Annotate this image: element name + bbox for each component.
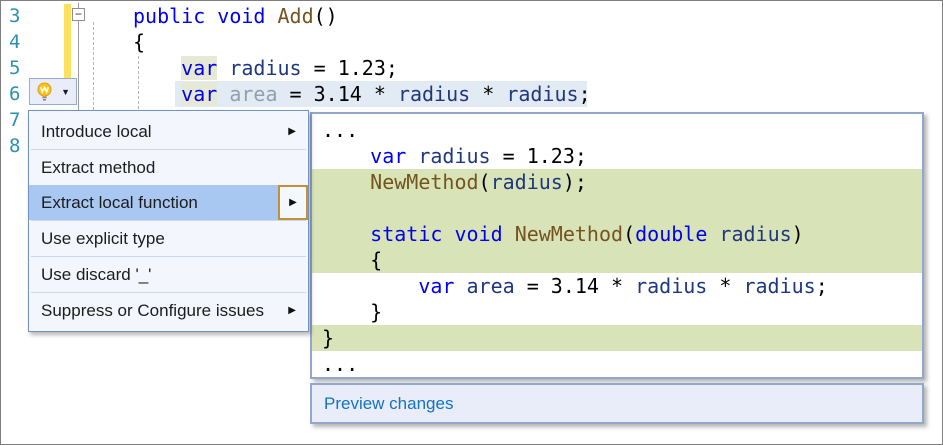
code-line: } (312, 325, 922, 351)
line-number: 7 (9, 109, 21, 131)
menu-item-label: Suppress or Configure issues (41, 300, 265, 320)
code-line: public void Add() (133, 4, 338, 28)
quick-actions-button[interactable]: ▼ (29, 78, 77, 105)
line-number: 4 (9, 31, 21, 53)
menu-item-introduce-local[interactable]: Introduce local ▶ (29, 114, 308, 149)
menu-item-label: Extract local function (41, 192, 198, 212)
menu-item-label: Introduce local (41, 121, 152, 141)
preview-popup-footer: Preview changes (310, 383, 924, 424)
code-line: static void NewMethod(double radius) (312, 221, 922, 247)
editor-code[interactable]: public void Add(){ var radius = 1.23; va… (133, 3, 591, 107)
refactor-preview-popup: ... var radius = 1.23; NewMethod(radius)… (310, 112, 924, 379)
line-number: 3 (9, 5, 21, 27)
menu-item-suppress-or-configure[interactable]: Suppress or Configure issues ▶ (29, 293, 308, 328)
quick-actions-menu: Introduce local ▶ Extract method Extract… (28, 110, 309, 332)
dropdown-arrow-icon: ▼ (61, 86, 70, 97)
code-line: var radius = 1.23; (181, 56, 398, 80)
change-tracking-bar (64, 4, 71, 78)
preview-changes-link[interactable]: Preview changes (324, 393, 454, 413)
menu-item-extract-local-function[interactable]: Extract local function ▶ (29, 185, 308, 220)
code-line: ... (322, 352, 359, 376)
submenu-arrow-button[interactable]: ▶ (278, 185, 308, 220)
lightbulb-icon (37, 82, 52, 101)
outline-margin-line (78, 3, 79, 110)
menu-item-use-discard[interactable]: Use discard '_' (29, 257, 308, 292)
line-number: 5 (9, 57, 21, 79)
submenu-arrow-icon: ▶ (289, 197, 297, 208)
code-line: } (322, 300, 383, 324)
menu-separator (31, 292, 306, 293)
menu-separator (31, 220, 306, 221)
menu-separator (31, 149, 306, 150)
selected-statement-highlight (175, 81, 587, 107)
line-number: 6 (9, 83, 21, 105)
menu-item-label: Use discard '_' (41, 264, 152, 284)
indent-guide (93, 22, 94, 110)
line-number: 8 (9, 135, 21, 157)
indent-guide (138, 56, 139, 109)
collapse-region-toggle[interactable]: − (72, 8, 85, 21)
menu-item-label: Extract method (41, 157, 156, 177)
submenu-arrow-icon: ▶ (288, 305, 296, 316)
menu-item-extract-method[interactable]: Extract method (29, 150, 308, 185)
menu-separator (31, 256, 306, 257)
code-line: var area = 3.14 * radius * radius; (418, 274, 828, 298)
code-line: var radius = 1.23; (370, 144, 587, 168)
code-line: { (312, 247, 922, 273)
code-line: var area = 3.14 * radius * radius; (181, 82, 591, 106)
line-number-gutter: 3 4 5 6 7 8 (9, 3, 20, 159)
code-line: ... (322, 118, 359, 142)
code-line: { (133, 30, 146, 54)
code-line: NewMethod(radius); (312, 169, 922, 195)
submenu-arrow-icon: ▶ (288, 126, 296, 137)
menu-item-label: Use explicit type (41, 228, 165, 248)
code-line (312, 195, 922, 221)
menu-item-use-explicit-type[interactable]: Use explicit type (29, 221, 308, 256)
